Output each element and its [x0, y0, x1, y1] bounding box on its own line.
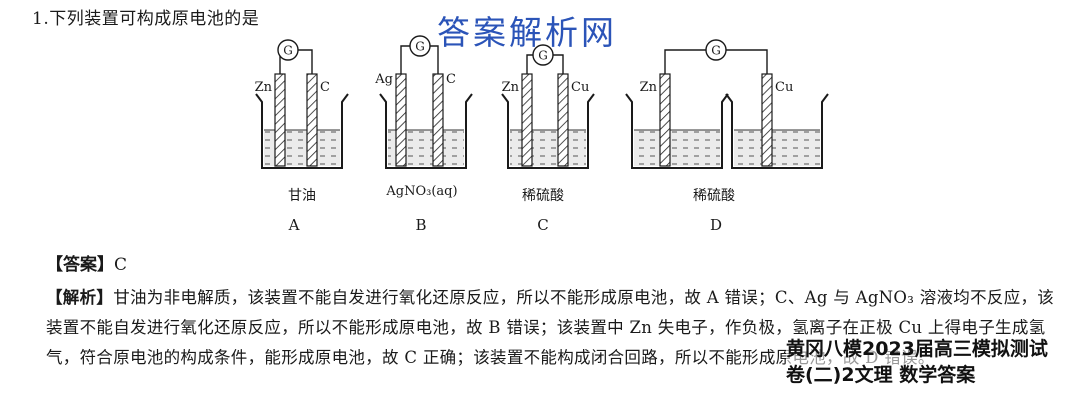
- watermark-bottom: 黄冈八模2023届高三模拟测试 卷(二)2文理 数学答案: [786, 336, 1066, 388]
- explanation-paragraph: 【解析】甘油为非电解质，该装置不能自发进行氧化还原反应，所以不能形成原电池，故 …: [46, 283, 1056, 373]
- fig-d-wire-left: [664, 49, 706, 74]
- explanation-text: 甘油为非电解质，该装置不能自发进行氧化还原反应，所以不能形成原电池，故 A 错误…: [46, 288, 1055, 367]
- question-text: 1.下列装置可构成原电池的是: [32, 9, 260, 29]
- answer-line: 【答案】C: [46, 250, 127, 275]
- fig-a-right-electrode-label: C: [320, 80, 330, 95]
- fig-d-galvanometer-icon-label: G: [711, 44, 721, 58]
- fig-b-left-electrode-label: Ag: [374, 72, 393, 87]
- fig-b-wire-left: [400, 45, 410, 74]
- fig-d-left-electrode-label: Zn: [640, 80, 658, 95]
- watermark-top: 答案解析网: [437, 13, 617, 52]
- answer-label: 【答案】: [46, 255, 114, 275]
- fig-d-electrode-right: [761, 73, 773, 167]
- fig-a-wire-right: [298, 49, 313, 74]
- fig-d-galvanometer-icon: [705, 39, 727, 61]
- fig-d-wire-right: [726, 49, 768, 74]
- watermark-bottom-line1: 黄冈八模2023届高三模拟测试: [786, 338, 1048, 360]
- fig-d-right-solution-fill: [734, 130, 820, 166]
- fig-c-wire-left: [526, 54, 533, 74]
- fig-b-beaker: [379, 93, 473, 169]
- fig-a-solution-label: 甘油: [288, 188, 316, 204]
- fig-d-solution-label: 稀硫酸: [693, 188, 735, 204]
- fig-a-left-electrode-label: Zn: [255, 80, 273, 95]
- fig-c-label: C: [537, 216, 548, 234]
- fig-b-galvanometer-icon: [409, 35, 431, 57]
- fig-d-left-beaker: [625, 93, 729, 169]
- fig-a-label: A: [288, 216, 300, 234]
- explanation-label: 【解析】: [46, 288, 114, 307]
- fig-b-label: B: [415, 216, 426, 234]
- fig-c-solution-label: 稀硫酸: [522, 188, 564, 204]
- fig-c-galvanometer-icon-label: G: [538, 49, 548, 63]
- fig-a-galvanometer-icon: [277, 39, 299, 61]
- fig-c-beaker: [501, 93, 595, 169]
- fig-c-wire-right: [553, 54, 564, 74]
- fig-b-galvanometer-icon-label: G: [415, 40, 425, 54]
- fig-a-electrode-left: [274, 73, 286, 167]
- fig-a-electrode-right: [306, 73, 318, 167]
- fig-d-right-beaker: [725, 93, 829, 169]
- answer-value: C: [114, 255, 128, 275]
- fig-d-electrode-left: [659, 73, 671, 167]
- fig-b-wire-right: [430, 45, 439, 74]
- fig-a-beaker: [255, 93, 349, 169]
- fig-d-label: D: [710, 216, 722, 234]
- fig-d-left-solution-fill: [634, 130, 720, 166]
- fig-b-solution-label: AgNO₃(aq): [385, 184, 457, 199]
- fig-c-left-electrode-label: Zn: [502, 80, 520, 95]
- fig-c-electrode-right: [557, 73, 569, 167]
- fig-c-electrode-left: [521, 73, 533, 167]
- watermark-bottom-line2: 卷(二)2文理 数学答案: [786, 364, 976, 386]
- fig-b-right-electrode-label: C: [446, 72, 456, 87]
- fig-a-galvanometer-icon-label: G: [283, 44, 293, 58]
- fig-d-right-electrode-label: Cu: [775, 80, 793, 95]
- fig-c-right-electrode-label: Cu: [571, 80, 589, 95]
- fig-b-electrode-left: [395, 73, 407, 167]
- fig-b-electrode-right: [432, 73, 444, 167]
- fig-c-galvanometer-icon: [532, 44, 554, 66]
